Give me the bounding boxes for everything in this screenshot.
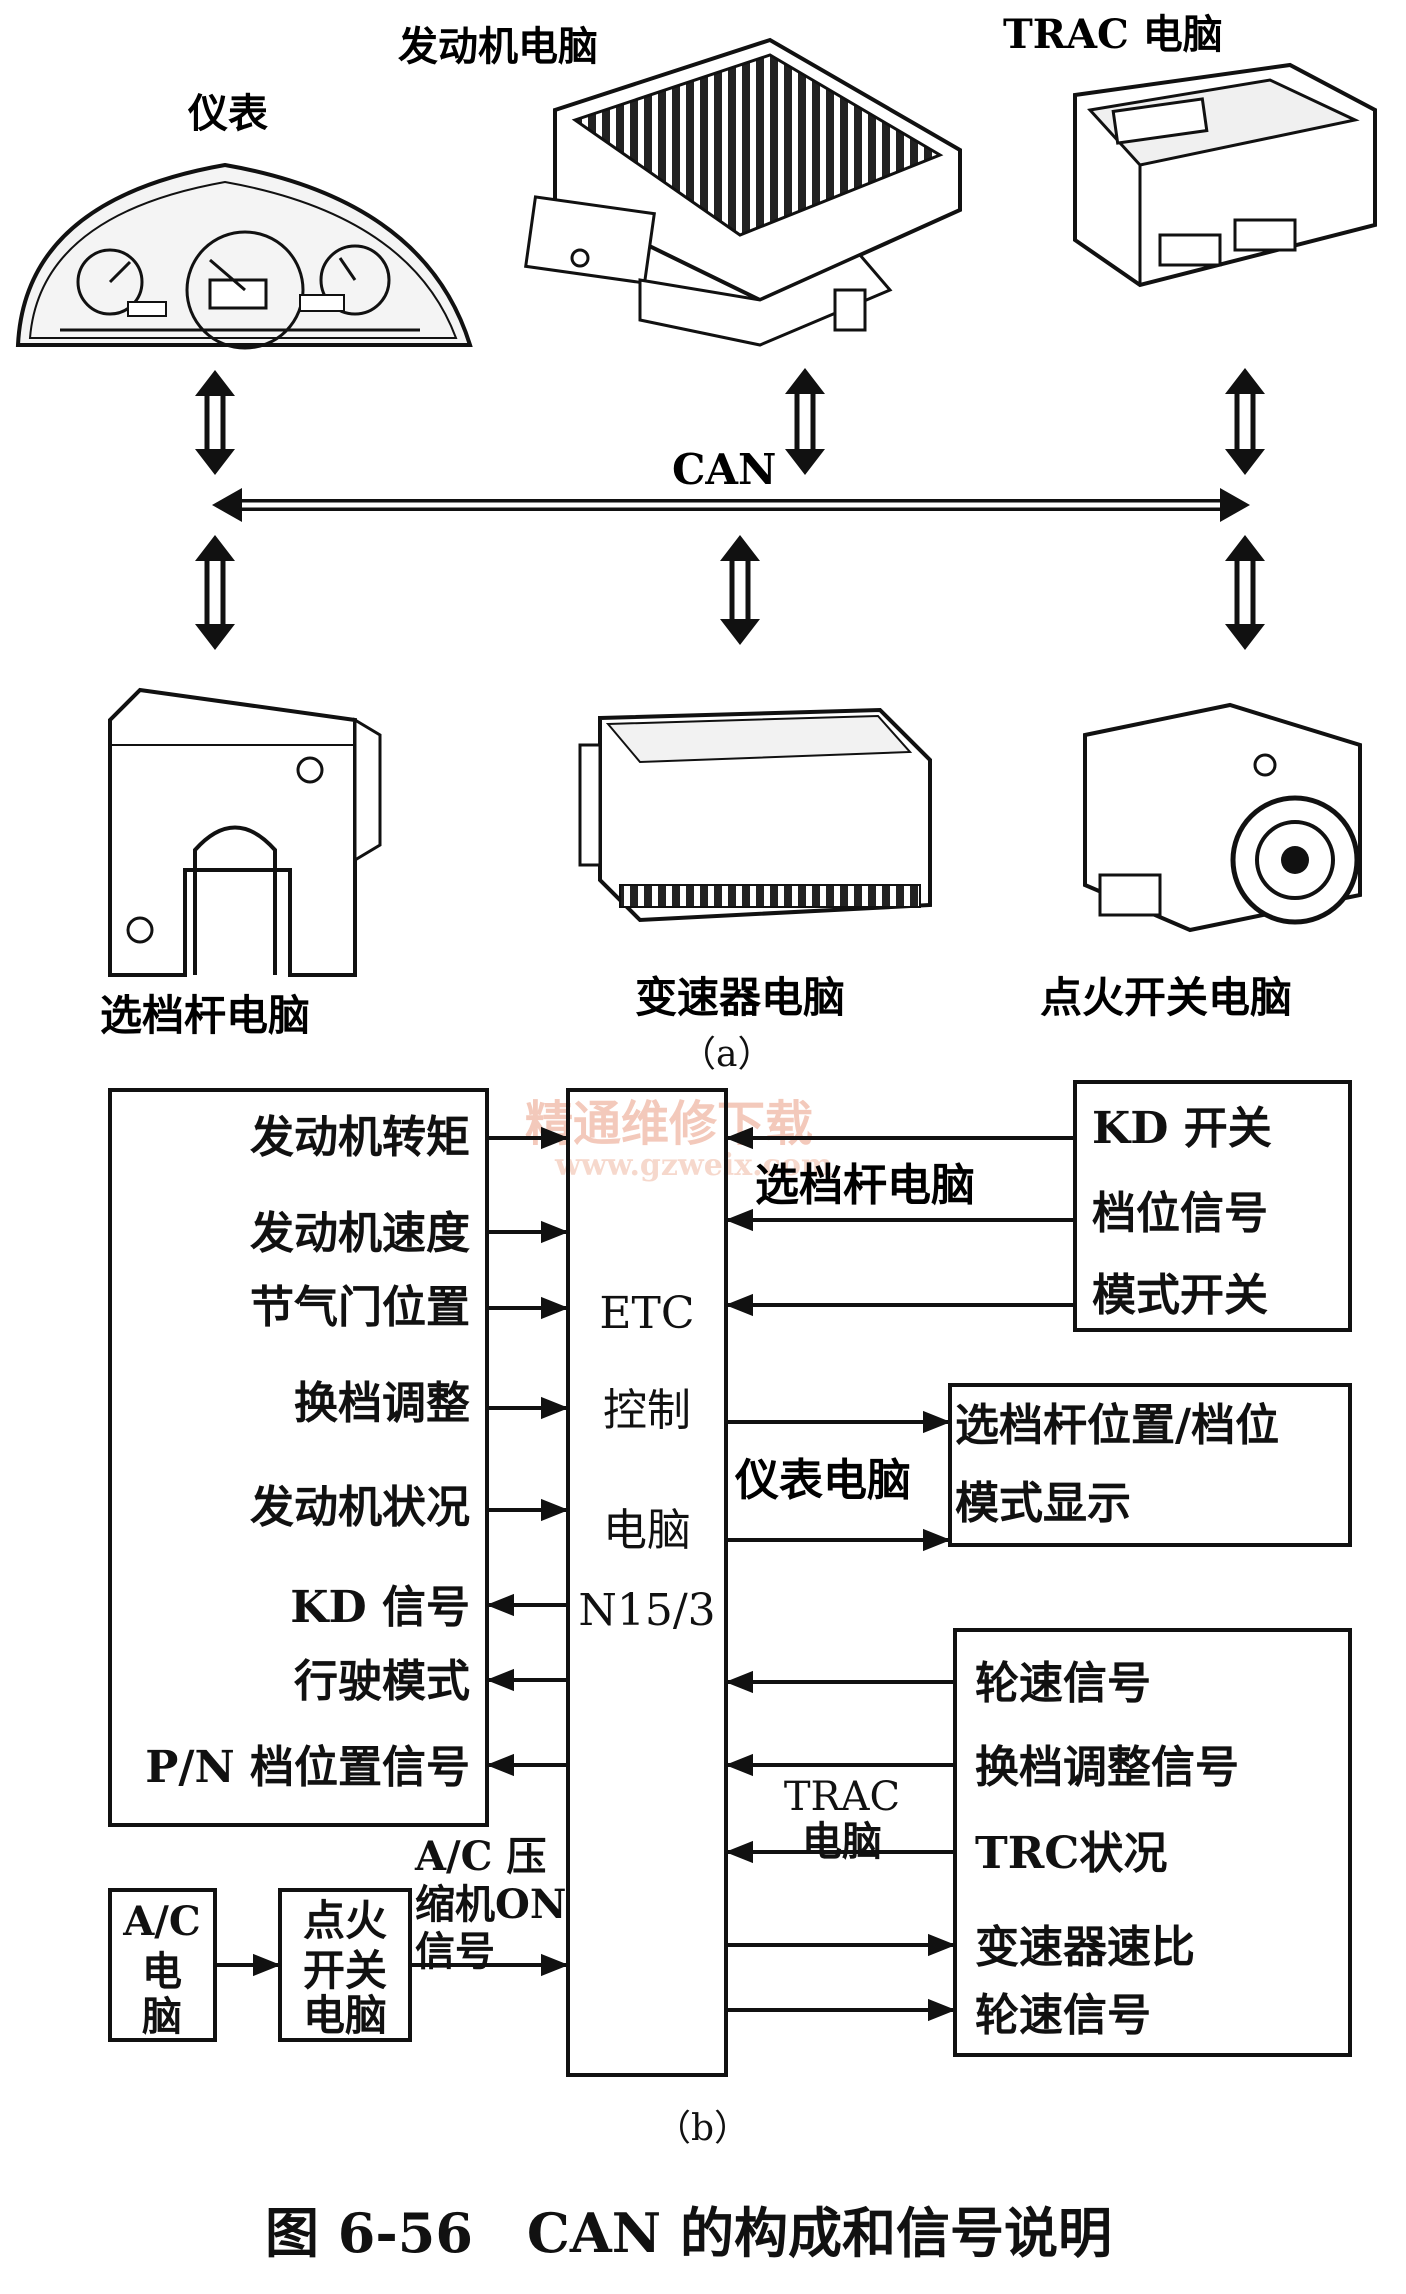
- caption-a: （a）: [680, 1034, 773, 1075]
- etc-ecu-line: 控制: [603, 1385, 691, 1436]
- label-ignition-switch-ecu: 点火开关电脑: [1040, 973, 1292, 1022]
- engine-ecu-signal-box: [108, 1088, 489, 1827]
- trac-signal-item: 轮速信号: [975, 1658, 1151, 1709]
- etc-ecu-line: N15/3: [578, 1585, 715, 1636]
- can-connector-arrows: [195, 368, 1265, 650]
- watermark-title: 精通维修下载: [525, 1096, 813, 1152]
- instrument-ecu-label: 仪表电脑: [734, 1455, 911, 1506]
- ac-signal-line: A/C 压: [414, 1833, 546, 1880]
- caption-b: （b）: [655, 2108, 750, 2149]
- shift-lever-signal-box: [1073, 1080, 1352, 1332]
- connector-arrow: [720, 535, 760, 645]
- connector-arrow: [195, 370, 235, 475]
- ac-ecu-line: A/C: [122, 1898, 200, 1945]
- engine-signal-item: KD 信号: [290, 1582, 470, 1633]
- label-instrument: 仪表: [187, 90, 268, 137]
- ac-ecu-label: A/C电脑: [122, 1898, 200, 2040]
- connector-arrow: [1225, 368, 1265, 475]
- ac-signal-line: 缩机ON: [415, 1881, 566, 1928]
- shift-lever-ecu-label: 选档杆电脑: [755, 1160, 975, 1211]
- trac-label-line: TRAC: [784, 1774, 900, 1820]
- label-shift-lever-ecu: 选档杆电脑: [100, 991, 310, 1040]
- etc-ecu-line: 电脑: [603, 1505, 691, 1556]
- trac-label-line: 电脑: [802, 1818, 882, 1865]
- etc-ecu-line: ETC: [599, 1288, 694, 1339]
- transmission-ecu-image: [578, 707, 932, 923]
- label-can: CAN: [672, 445, 776, 494]
- trac-signal-item: 变速器速比: [975, 1922, 1195, 1973]
- trac-signal-item: 轮速信号: [975, 1990, 1151, 2041]
- shift-lever-signal-item: 档位信号: [1092, 1188, 1268, 1239]
- instrument-signal-item: 模式显示: [955, 1478, 1131, 1529]
- figure-caption: 图 6-56 CAN 的构成和信号说明: [265, 2201, 1112, 2265]
- ac-ecu-line: 脑: [142, 1993, 182, 2040]
- instrument-cluster-image: [15, 162, 473, 350]
- ignition-ecu-label: 点火开关电脑: [303, 1896, 387, 2040]
- etc-control-ecu-box: [566, 1088, 728, 2077]
- label-transmission-ecu: 变速器电脑: [635, 973, 845, 1022]
- label-trac-ecu: TRAC 电脑: [1003, 11, 1223, 58]
- connector-arrow: [195, 535, 235, 650]
- engine-signal-item: 发动机速度: [250, 1208, 470, 1259]
- shift-lever-signal-item: 模式开关: [1092, 1270, 1268, 1321]
- connector-arrow: [785, 368, 825, 475]
- ignition-switch-ecu-image: [1083, 702, 1362, 933]
- connector-arrow: [1225, 535, 1265, 650]
- ignition-ecu-line: 点火: [303, 1896, 387, 1945]
- signal-arrows: [215, 1126, 1075, 2022]
- can-bus-line: [212, 488, 1250, 522]
- engine-signal-item: 发动机状况: [250, 1482, 470, 1533]
- trac-signal-item: TRC状况: [975, 1828, 1167, 1879]
- label-engine-ecu: 发动机电脑: [398, 23, 598, 70]
- trac-ecu-image: [1073, 62, 1377, 288]
- engine-signal-item: 换档调整: [294, 1378, 470, 1429]
- shift-lever-signal-item: KD 开关: [1092, 1103, 1272, 1154]
- shift-lever-ecu-image: [108, 687, 382, 977]
- engine-signal-item: 行驶模式: [294, 1656, 470, 1707]
- instrument-signal-item: 选档杆位置/档位: [955, 1400, 1279, 1451]
- engine-signal-item: P/N 档位置信号: [145, 1742, 470, 1793]
- engine-signal-item: 发动机转矩: [250, 1112, 470, 1163]
- ignition-ecu-line: 开关: [303, 1946, 387, 1995]
- watermark-url: www.gzweix.com: [554, 1148, 833, 1183]
- ac-signal-line: 信号: [415, 1928, 495, 1975]
- ignition-ecu-line: 电脑: [303, 1991, 387, 2040]
- engine-ecu-image: [524, 37, 962, 347]
- engine-signal-item: 节气门位置: [250, 1282, 470, 1333]
- trac-signal-box: [953, 1628, 1352, 2057]
- instrument-signal-box: [948, 1383, 1352, 1547]
- ac-ecu-line: 电: [142, 1948, 182, 1995]
- trac-signal-item: 换档调整信号: [975, 1742, 1239, 1793]
